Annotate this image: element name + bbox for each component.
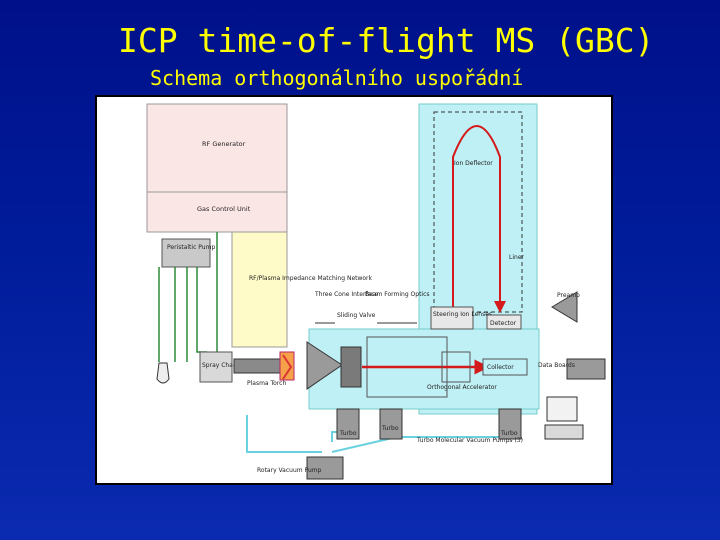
label-turbo-mid: Turbo <box>381 425 399 432</box>
label-spray-chamber: Spray Chamber <box>202 362 249 369</box>
detector: Detector <box>486 314 522 330</box>
label-preamp: Preamp <box>557 292 580 299</box>
label-peristaltic-pump: Peristaltic Pump <box>167 244 215 251</box>
steering-lenses: Steering Ion Lenses <box>430 306 492 330</box>
turbo-pumps: Turbo Turbo Turbo Turbo Molecular Vacuum… <box>336 408 523 444</box>
orthogonal-accelerator: Orthogonal Accelerator <box>427 351 497 391</box>
label-data-boards: Data Boards <box>538 362 575 369</box>
matching-network-block: RF/Plasma Impedance Matching Network <box>231 231 373 348</box>
rf-generator-block: RF Generator <box>146 103 288 193</box>
slide-title: ICP time-of-flight MS (GBC) <box>118 21 655 60</box>
spray-chamber: Spray Chamber <box>199 351 249 383</box>
electronics: Preamp Data Boards <box>538 291 606 440</box>
vacuum-lines <box>246 409 510 453</box>
label-turbo-left: Turbo <box>339 430 357 437</box>
collector: Collector <box>482 358 528 376</box>
label-rotary-pump: Rotary Vacuum Pump <box>257 467 322 474</box>
label-orthogonal-accelerator: Orthogonal Accelerator <box>427 384 497 391</box>
label-turbo-right: Turbo <box>500 430 518 437</box>
ion-optics-labels: Three Cone Interface Beam Forming Optics… <box>314 291 430 324</box>
gas-control-unit-block: Gas Control Unit <box>146 191 288 233</box>
label-gas-control-unit: Gas Control Unit <box>197 205 251 213</box>
label-detector: Detector <box>490 320 517 327</box>
peristaltic-pump: Peristaltic Pump <box>161 238 215 268</box>
schematic-svg: RF Generator Gas Control Unit RF/Plasma … <box>146 103 606 480</box>
label-steering-ion-lenses: Steering Ion Lenses <box>433 311 492 318</box>
ion-flight-path <box>362 125 506 375</box>
label-ion-deflector: Ion Deflector <box>454 160 493 167</box>
label-rf-generator: RF Generator <box>202 140 246 148</box>
rotary-pump: Rotary Vacuum Pump <box>257 456 344 480</box>
label-rf-plasma: RF/Plasma Impedance Matching Network <box>249 275 373 282</box>
label-three-cone: Three Cone Interface <box>314 291 379 298</box>
instrument-schematic: RF Generator Gas Control Unit RF/Plasma … <box>95 95 613 485</box>
flight-tube: Ion Deflector Liner <box>433 111 525 313</box>
label-liner: Liner <box>509 254 525 261</box>
slide-subtitle: Schema orthogonálního uspořádní <box>150 66 524 90</box>
plasma-torch: Plasma Torch <box>233 351 295 387</box>
label-beam-forming: Beam Forming Optics <box>365 291 430 298</box>
sample-beaker <box>156 362 170 384</box>
label-turbo-molecular: Turbo Molecular Vacuum Pumps (3) <box>416 437 523 444</box>
label-plasma-torch: Plasma Torch <box>247 380 286 387</box>
label-collector: Collector <box>487 364 514 371</box>
label-sliding-valve: Sliding Valve <box>337 312 376 319</box>
